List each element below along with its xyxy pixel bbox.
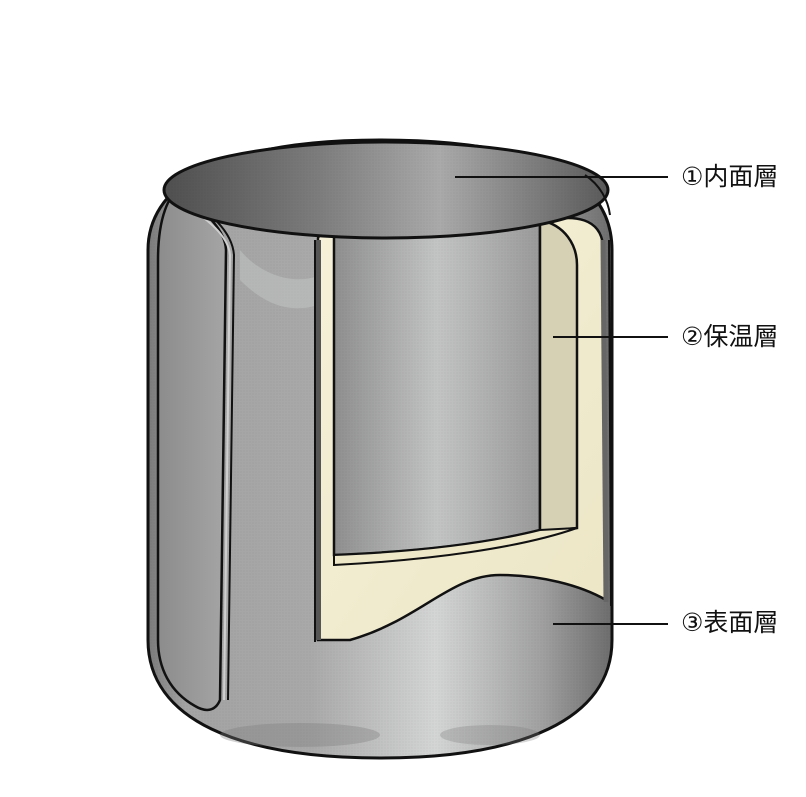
label-insulation-layer: ②保温層 [681, 322, 779, 351]
label-outer-surface-layer: ③表面層 [681, 608, 779, 637]
left-panel [156, 188, 228, 712]
label-inner-surface-layer: ①内面層 [681, 162, 779, 191]
